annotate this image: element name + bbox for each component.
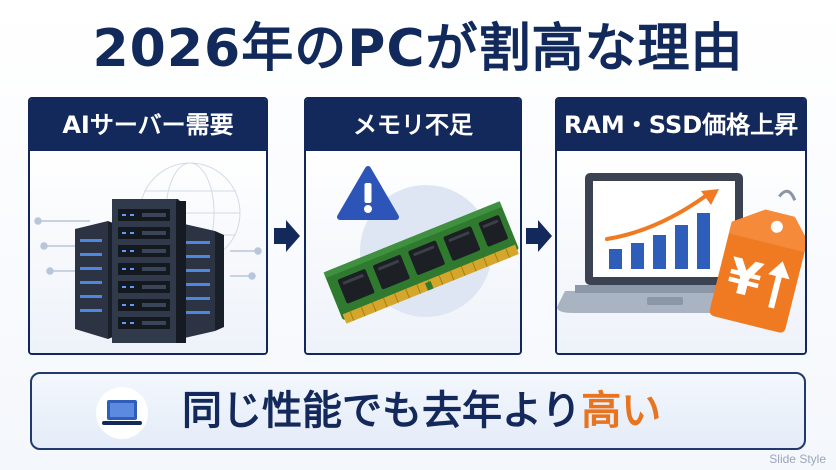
laptop-icon [102, 400, 142, 425]
card-body [30, 151, 266, 353]
page-title: 2026年のPCが割高な理由 [92, 19, 744, 79]
watermark: Slide Style [769, 452, 826, 466]
card-header: メモリ不足 [306, 99, 520, 151]
summary-text-main: 同じ性能でも去年より [182, 388, 582, 434]
summary-text-highlight: 高い [581, 388, 662, 434]
summary-banner: 同じ性能でも去年より高い [30, 372, 806, 450]
card-ai-server-demand: AIサーバー需要 [28, 97, 268, 355]
price-tag-icon: ¥ [709, 189, 805, 333]
arrow-right-icon [274, 220, 300, 252]
arrow-right-icon [526, 220, 552, 252]
server-rack-icon [34, 162, 262, 343]
card-header: AIサーバー需要 [30, 99, 266, 151]
card-body: ¥ [557, 151, 805, 353]
bar-chart-icon [609, 213, 710, 269]
card-body [306, 151, 520, 353]
memory-module-icon [323, 166, 519, 324]
warning-icon [337, 166, 399, 220]
card-header: RAM・SSD価格上昇 [557, 99, 805, 151]
card-ram-ssd-price-rise: RAM・SSD価格上昇 [555, 97, 807, 355]
laptop-price-tag-icon: ¥ [557, 173, 805, 333]
summary-text: 同じ性能でも去年より高い [182, 374, 661, 448]
laptop-icon-badge [96, 387, 148, 439]
card-memory-shortage: メモリ不足 [304, 97, 522, 355]
